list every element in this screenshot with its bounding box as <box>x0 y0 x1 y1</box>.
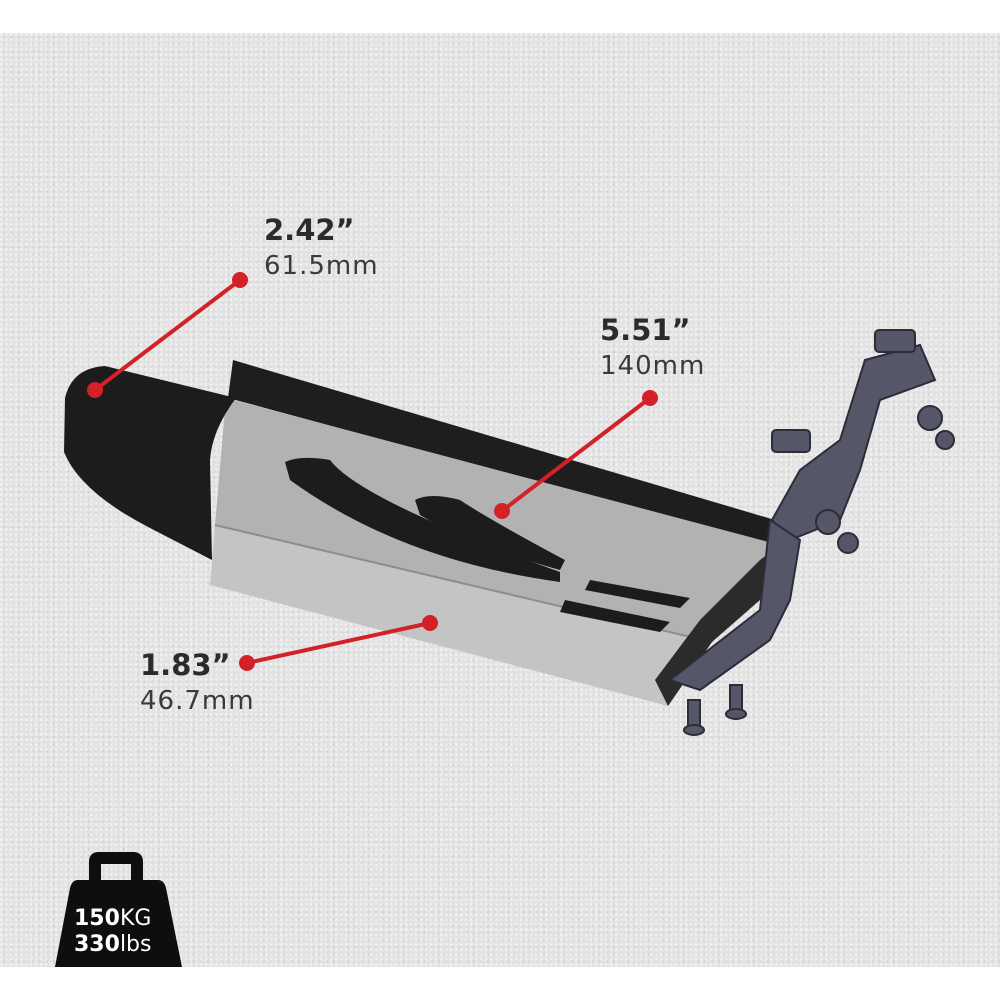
dimension-mm: 61.5mm <box>264 251 379 281</box>
load-kg-value: 150 <box>74 906 120 931</box>
step-end-profile <box>655 545 780 706</box>
dimension-inch: 1.83” <box>140 648 231 682</box>
dimension-inch: 5.51” <box>600 313 691 347</box>
dimension-mm: 140mm <box>600 351 706 381</box>
load-lbs-unit: lbs <box>119 932 152 957</box>
step-groove <box>560 600 670 632</box>
step-groove <box>285 457 560 582</box>
step-side-face <box>210 525 712 706</box>
callout-line-end-height <box>93 278 242 392</box>
dimension-width: 5.51” 140mm <box>600 313 706 381</box>
dimension-mm: 46.7mm <box>140 686 255 716</box>
weight-icon <box>55 852 182 967</box>
load-capacity: 150KG 330lbs <box>74 908 151 960</box>
load-lbs-value: 330 <box>74 932 120 957</box>
step-top-face <box>215 398 780 642</box>
dimension-inch: 2.42” <box>264 213 355 247</box>
mounting-bracket <box>667 329 955 736</box>
callout-line-width <box>500 396 652 513</box>
load-kg-unit: KG <box>119 906 152 931</box>
callout-line-side-height <box>246 621 431 665</box>
step-back-rim <box>228 360 782 548</box>
dimension-end-height: 2.42” 61.5mm <box>264 213 379 281</box>
step-groove <box>585 580 690 608</box>
step-end-cap <box>64 366 236 560</box>
step-groove <box>415 496 565 570</box>
dimension-side-height: 1.83” 46.7mm <box>140 648 255 716</box>
